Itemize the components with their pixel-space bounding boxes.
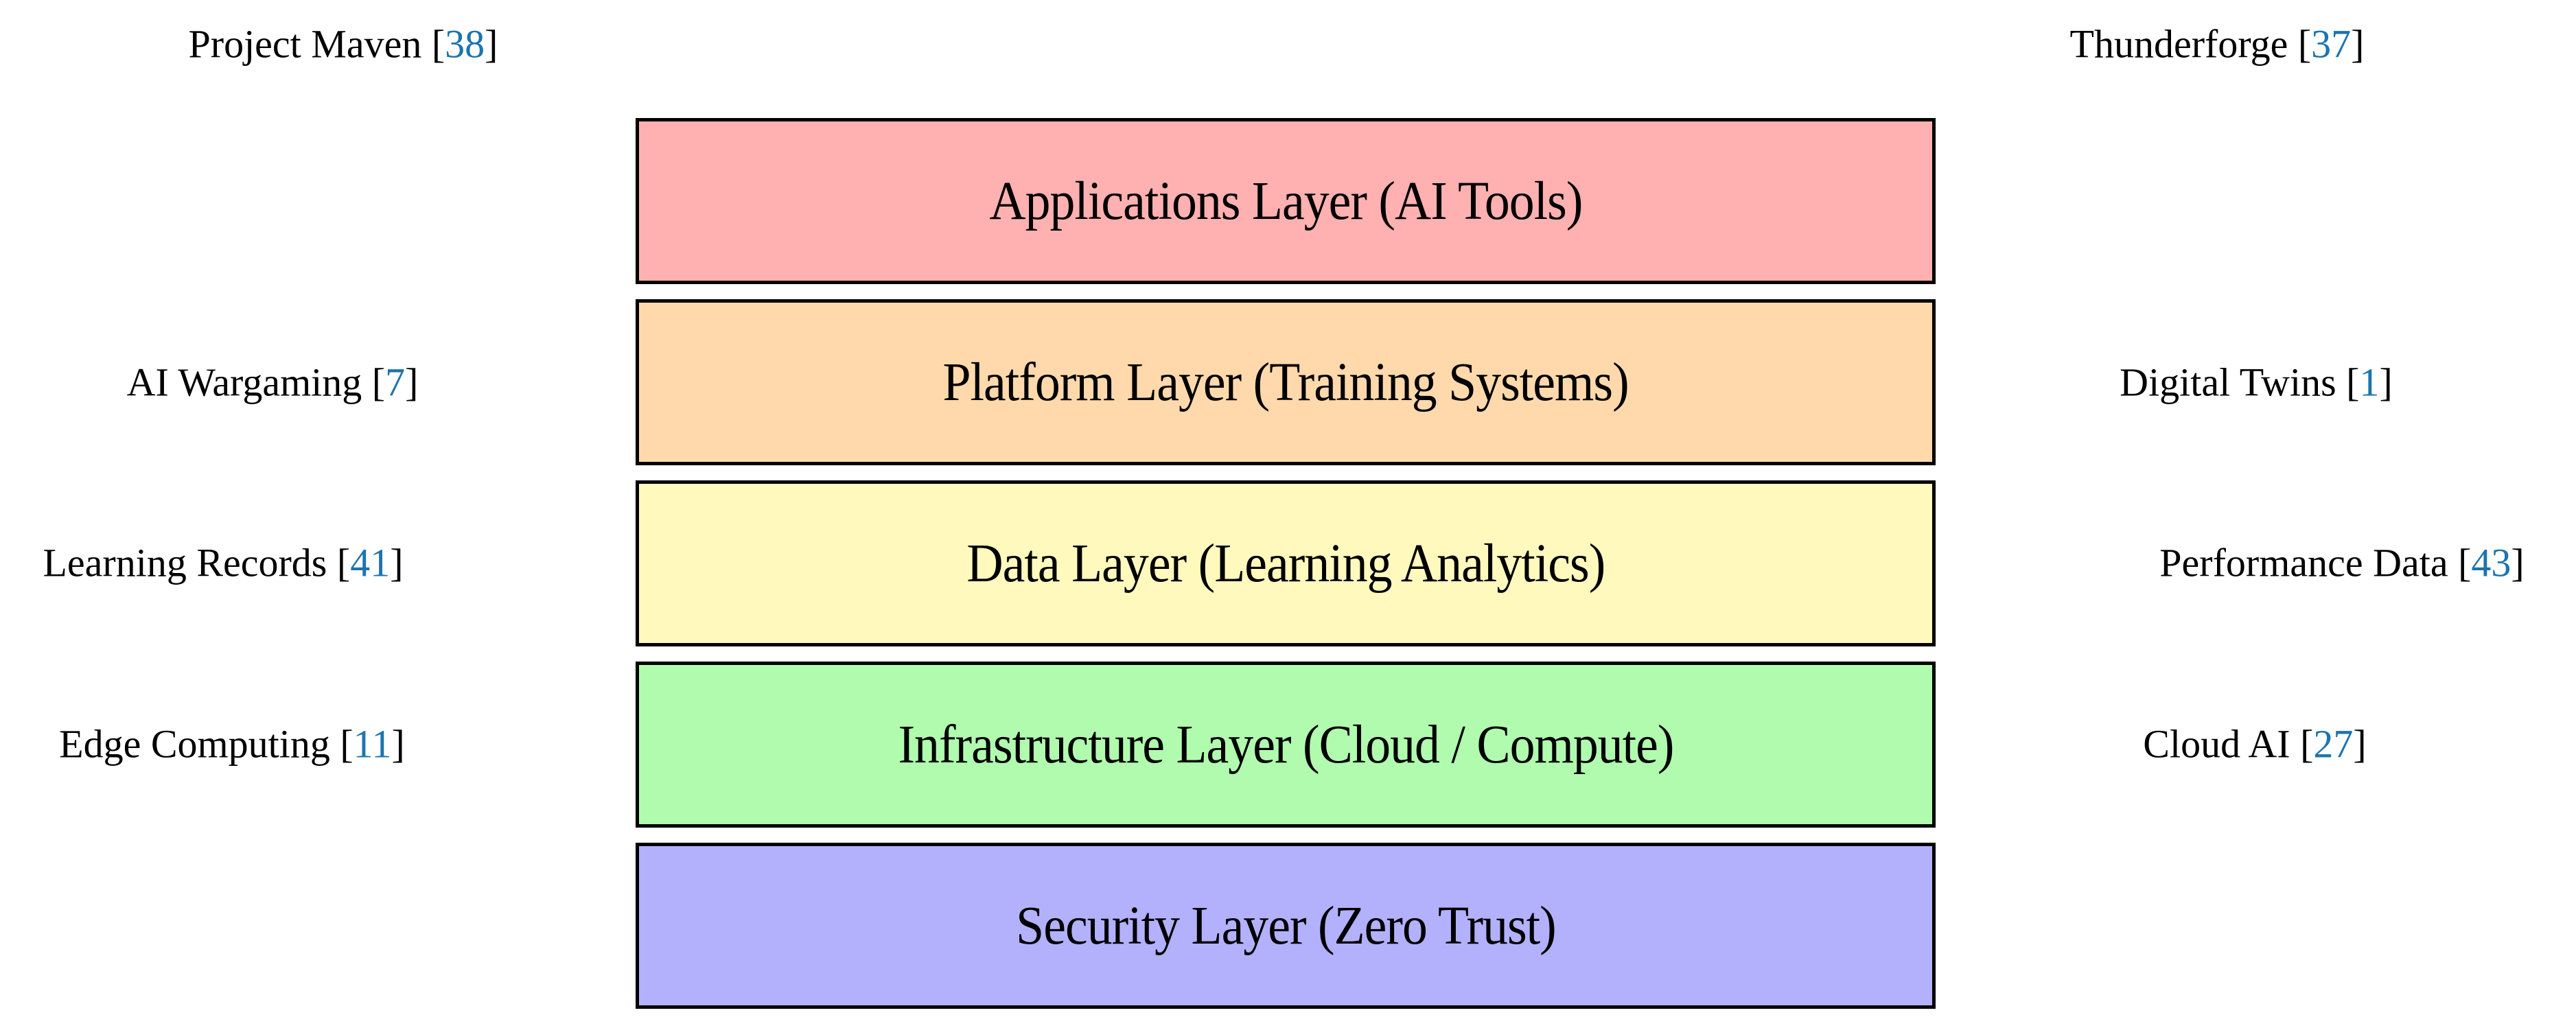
annotation-text: Project Maven [ bbox=[188, 21, 445, 67]
annotation-cloud-ai: Cloud AI [27] bbox=[2143, 721, 2366, 767]
annotation-text: ] bbox=[2511, 540, 2525, 585]
layer-applications: Applications Layer (AI Tools) bbox=[636, 118, 1936, 284]
layer-platform: Platform Layer (Training Systems) bbox=[636, 299, 1936, 465]
annotation-project-maven: Project Maven [38] bbox=[189, 21, 498, 67]
citation-ref-37[interactable]: 37 bbox=[2311, 21, 2352, 67]
annotation-text: Edge Computing [ bbox=[59, 721, 353, 767]
annotation-text: Cloud AI [ bbox=[2143, 721, 2314, 767]
annotation-text: AI Wargaming [ bbox=[126, 360, 386, 405]
layer-applications-label: Applications Layer (AI Tools) bbox=[988, 170, 1583, 231]
annotation-text: Performance Data [ bbox=[2159, 540, 2472, 585]
layer-security-label: Security Layer (Zero Trust) bbox=[1015, 895, 1557, 956]
citation-ref-11[interactable]: 11 bbox=[353, 721, 392, 767]
layer-infrastructure-label: Infrastructure Layer (Cloud / Compute) bbox=[898, 714, 1674, 775]
citation-ref-27[interactable]: 27 bbox=[2313, 721, 2354, 767]
citation-ref-43[interactable]: 43 bbox=[2471, 540, 2511, 585]
annotation-learning-records: Learning Records [41] bbox=[43, 540, 403, 586]
citation-ref-7[interactable]: 7 bbox=[385, 360, 406, 405]
annotation-text: Learning Records [ bbox=[43, 540, 351, 585]
annotation-text: ] bbox=[2351, 21, 2365, 67]
annotation-text: ] bbox=[485, 21, 498, 67]
citation-ref-1[interactable]: 1 bbox=[2359, 360, 2380, 405]
citation-ref-41[interactable]: 41 bbox=[350, 540, 391, 585]
annotation-text: Thunderforge [ bbox=[2069, 21, 2312, 67]
layer-data: Data Layer (Learning Analytics) bbox=[636, 480, 1936, 646]
annotation-text: ] bbox=[405, 360, 419, 405]
citation-ref-38[interactable]: 38 bbox=[445, 21, 485, 67]
annotation-text: ] bbox=[2353, 721, 2367, 767]
layer-security: Security Layer (Zero Trust) bbox=[636, 843, 1936, 1009]
annotation-performance-data: Performance Data [43] bbox=[2159, 540, 2524, 586]
annotation-digital-twins: Digital Twins [1] bbox=[2120, 360, 2393, 406]
annotation-text: ] bbox=[2379, 360, 2393, 405]
annotation-ai-wargaming: AI Wargaming [7] bbox=[127, 360, 419, 406]
annotation-thunderforge: Thunderforge [37] bbox=[2070, 21, 2365, 67]
layer-platform-label: Platform Layer (Training Systems) bbox=[942, 351, 1629, 412]
annotation-text: Digital Twins [ bbox=[2120, 360, 2360, 405]
annotation-text: ] bbox=[391, 721, 405, 767]
layer-data-label: Data Layer (Learning Analytics) bbox=[966, 533, 1605, 594]
annotation-edge-computing: Edge Computing [11] bbox=[59, 721, 405, 767]
annotation-text: ] bbox=[390, 540, 404, 585]
layer-infrastructure: Infrastructure Layer (Cloud / Compute) bbox=[636, 662, 1936, 828]
